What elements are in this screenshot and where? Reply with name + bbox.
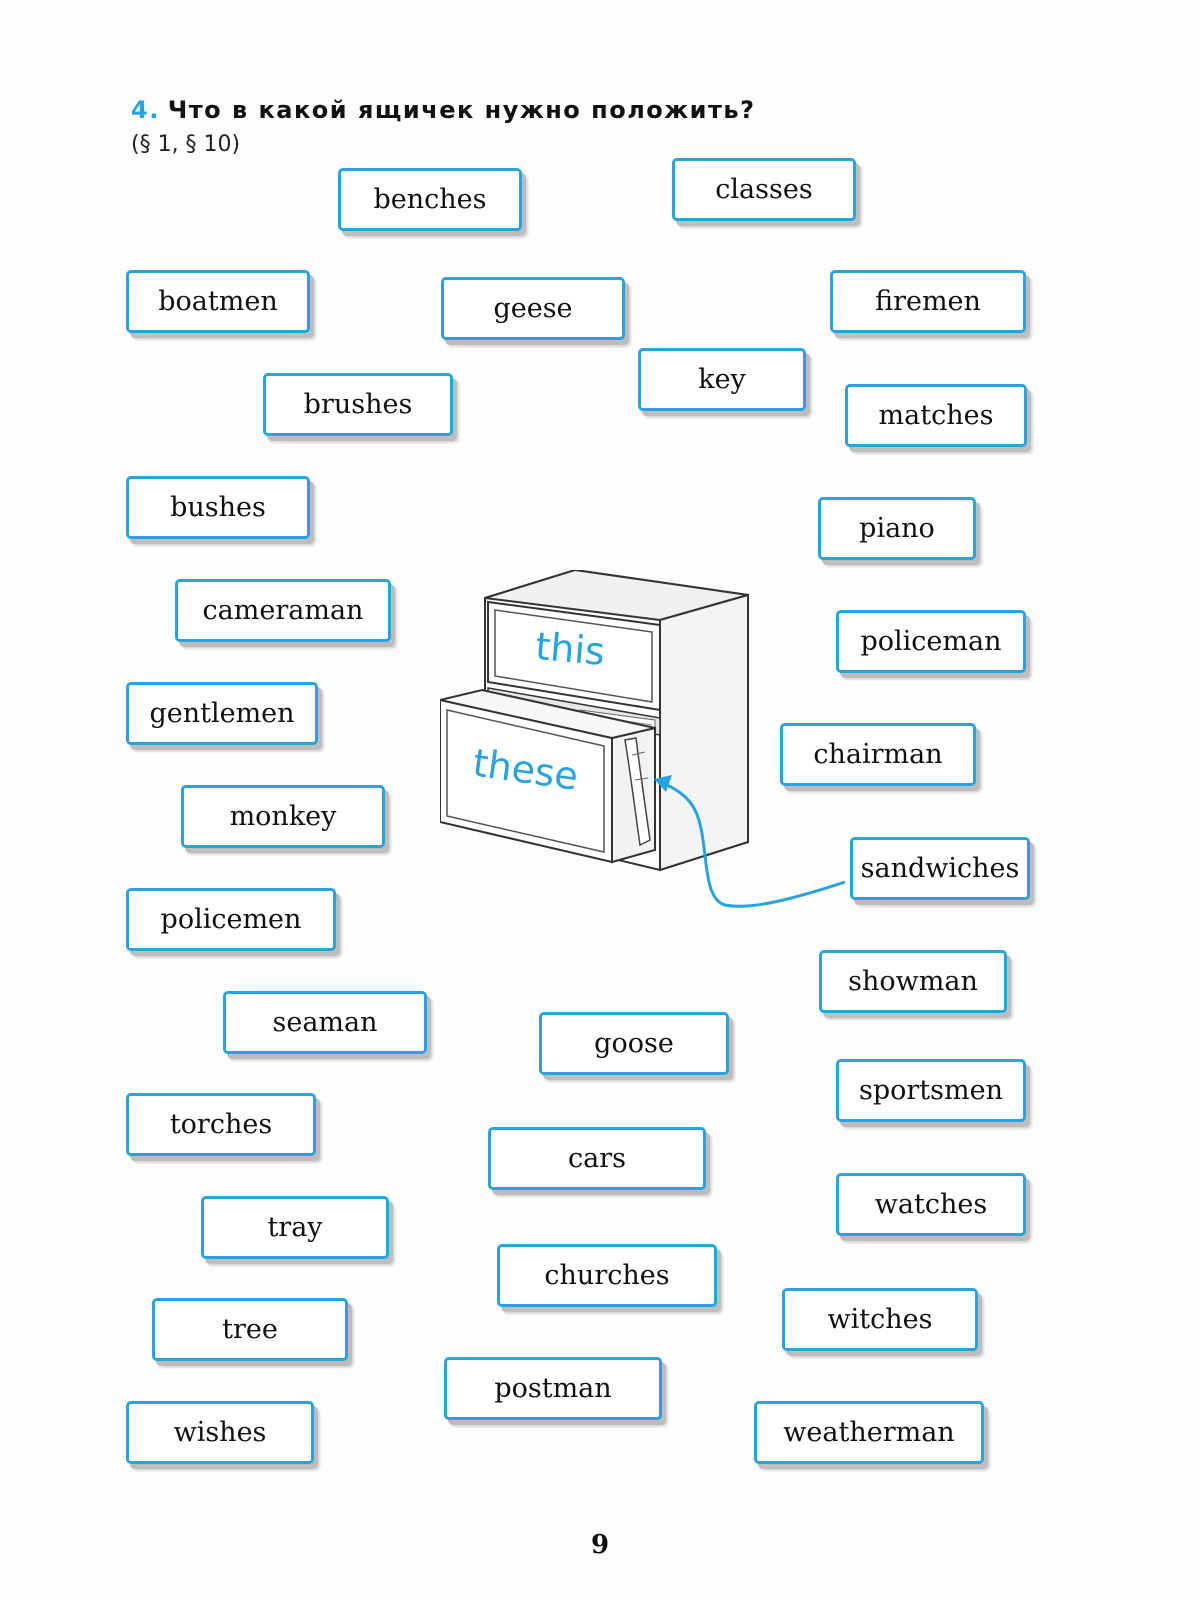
word-card-brushes[interactable]: brushes [263, 373, 453, 436]
word-card-cars[interactable]: cars [488, 1127, 706, 1190]
word-card-cameraman[interactable]: cameraman [175, 579, 391, 642]
word-card-classes[interactable]: classes [672, 158, 856, 221]
word-card-tree[interactable]: tree [152, 1298, 348, 1361]
word-card-witches[interactable]: witches [782, 1288, 978, 1351]
word-card-bushes[interactable]: bushes [126, 476, 310, 539]
word-card-torches[interactable]: torches [126, 1093, 316, 1156]
task-header: 4.Что в какой ящичек нужно положить? [131, 96, 756, 124]
word-card-postman[interactable]: postman [444, 1357, 662, 1420]
word-card-boatmen[interactable]: boatmen [126, 270, 310, 333]
word-card-matches[interactable]: matches [845, 384, 1027, 447]
word-card-chairman[interactable]: chairman [780, 723, 976, 786]
word-card-sportsmen[interactable]: sportsmen [836, 1059, 1026, 1122]
word-card-seaman[interactable]: seaman [223, 991, 427, 1054]
word-card-geese[interactable]: geese [441, 277, 625, 340]
drawer-these[interactable]: these [440, 688, 656, 864]
word-card-policeman[interactable]: policeman [836, 610, 1026, 673]
word-card-watches[interactable]: watches [836, 1173, 1026, 1236]
word-card-goose[interactable]: goose [539, 1012, 729, 1075]
word-card-gentlemen[interactable]: gentlemen [126, 682, 318, 745]
word-card-benches[interactable]: benches [338, 168, 522, 231]
word-card-key[interactable]: key [638, 348, 806, 411]
drawer-cabinet-illustration: this these [440, 570, 846, 908]
word-card-sandwiches[interactable]: sandwiches [850, 837, 1030, 900]
task-number: 4. [131, 96, 160, 124]
word-card-monkey[interactable]: monkey [181, 785, 385, 848]
word-card-churches[interactable]: churches [497, 1244, 717, 1307]
word-card-wishes[interactable]: wishes [126, 1401, 314, 1464]
word-card-piano[interactable]: piano [818, 497, 976, 560]
page-number: 9 [590, 1530, 610, 1560]
word-card-firemen[interactable]: firemen [830, 270, 1026, 333]
word-card-weatherman[interactable]: weatherman [754, 1401, 984, 1464]
arrow-icon [659, 780, 846, 908]
word-card-policemen[interactable]: policemen [126, 888, 336, 951]
arrowhead-icon [654, 775, 672, 792]
task-reference: (§ 1, § 10) [131, 132, 241, 157]
drawer-this-label: this [534, 624, 607, 674]
word-card-showman[interactable]: showman [819, 950, 1007, 1013]
drawer-this[interactable]: this [487, 600, 661, 712]
task-question: Что в какой ящичек нужно положить? [167, 96, 756, 124]
word-card-tray[interactable]: tray [201, 1196, 389, 1259]
